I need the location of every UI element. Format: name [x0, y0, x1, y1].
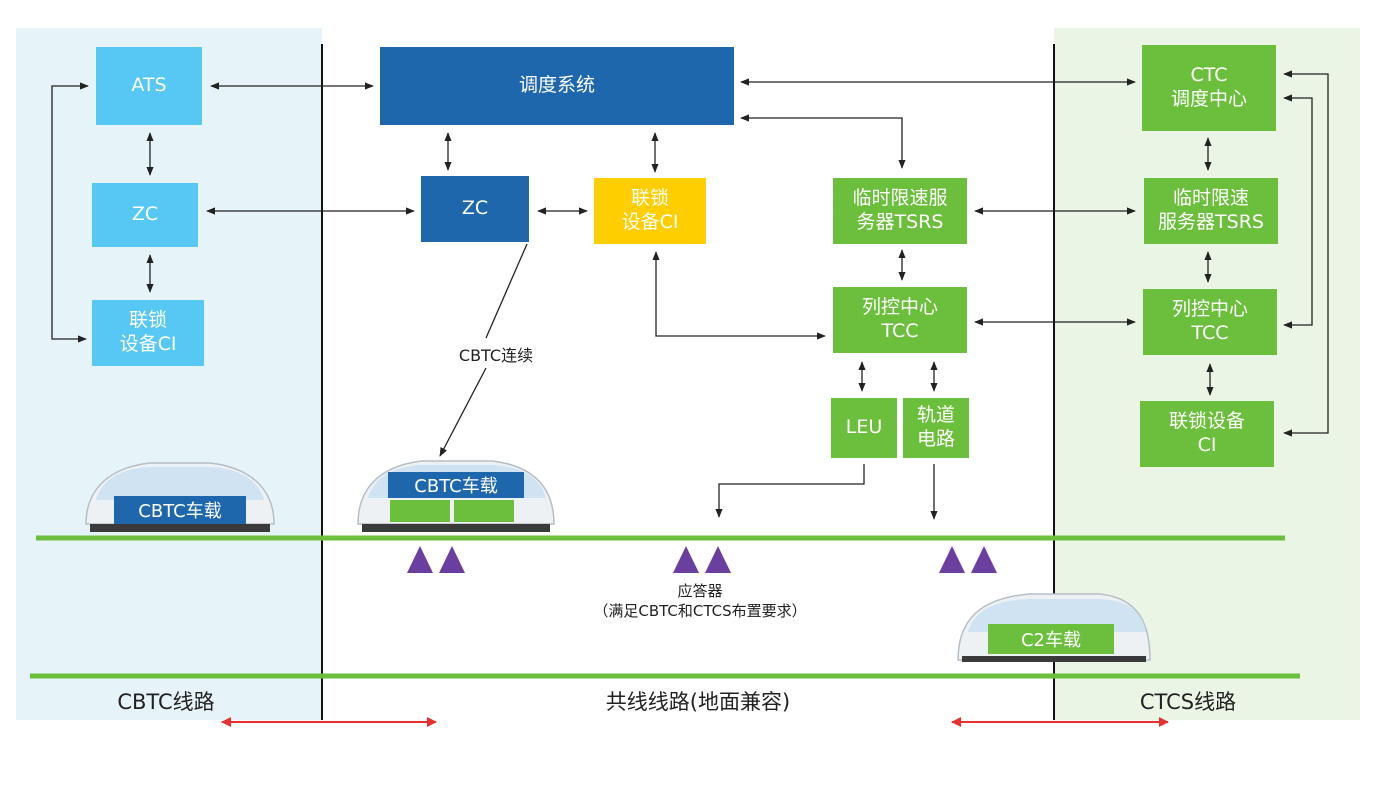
- cbtc-link-lower: [439, 367, 487, 457]
- leu-balise-arrow: [715, 464, 865, 518]
- balise: [439, 546, 465, 573]
- ci-label-line2: 设备CI: [119, 333, 177, 355]
- tcc-label-line2: TCC: [881, 320, 919, 342]
- balise-group-3: [939, 546, 997, 573]
- balise: [407, 546, 433, 573]
- tsrs-box-middle: 临时限速服 务器TSRS: [833, 178, 967, 244]
- zc-label: ZC: [461, 197, 489, 220]
- cbtc-line-label: CBTC线路: [117, 690, 215, 714]
- tcc-box-middle: 列控中心 TCC: [833, 287, 967, 353]
- c2-train-label: C2车载: [988, 624, 1114, 654]
- ci-box-middle: 联锁 设备CI: [594, 178, 706, 244]
- ci-box-left: 联锁 设备CI: [92, 300, 204, 366]
- shared-line-label: 共线线路(地面兼容): [605, 690, 791, 714]
- dispatch-system-box: 调度系统: [380, 47, 734, 125]
- ctc-tcc-loop-arrow: [1283, 94, 1313, 329]
- balise: [939, 546, 965, 573]
- leu-label: LEU: [845, 416, 883, 439]
- track-circuit-box: 轨道 电路: [903, 398, 969, 458]
- ci-label-line1: 联锁: [128, 309, 167, 332]
- ci-label-line2: 设备CI: [621, 211, 679, 233]
- dispatch-system-label: 调度系统: [518, 74, 595, 97]
- ctc-label-line2: 调度中心: [1170, 88, 1247, 110]
- ci-tcc-arrow: [652, 251, 826, 340]
- balise: [971, 546, 997, 573]
- tcc-label-line2: TCC: [1191, 322, 1229, 344]
- tsrs-box-right: 临时限速 服务器TSRS: [1144, 178, 1278, 244]
- leu-box: LEU: [831, 398, 897, 458]
- balise-caption-line1: 应答器: [677, 582, 723, 600]
- ctc-box: CTC 调度中心: [1142, 45, 1276, 131]
- ats-box: ATS: [96, 47, 202, 125]
- tsrs-label-line2: 务器TSRS: [856, 211, 944, 233]
- ci-label-line1: 联锁: [630, 187, 669, 210]
- tsrs-label-line2: 服务器TSRS: [1158, 211, 1264, 233]
- ats-ci-loop-arrow: [51, 82, 89, 343]
- zc-label: ZC: [131, 203, 159, 226]
- tcc-label-line1: 列控中心: [1171, 298, 1248, 321]
- zc-box-left: ZC: [92, 183, 198, 247]
- cbtc-link-upper: [485, 243, 528, 339]
- zc-box-middle: ZC: [421, 176, 529, 242]
- ctc-ci-loop-arrow: [1283, 70, 1329, 437]
- cbtc-zone: [16, 28, 322, 720]
- balise-group-2: [673, 546, 731, 573]
- track-circuit-label-line1: 轨道: [916, 404, 955, 427]
- balise-group-1: [407, 546, 465, 573]
- cbtc-continuous-label: CBTC连续: [458, 346, 534, 365]
- tsrs-label-line1: 临时限速: [1172, 187, 1249, 210]
- tsrs-label-line1: 临时限速服: [852, 187, 948, 210]
- dispatch-tsrs-arrow: [740, 114, 906, 169]
- ctcs-line-label: CTCS线路: [1139, 690, 1237, 714]
- balise: [705, 546, 731, 573]
- track-circuit-label-line2: 电路: [916, 428, 955, 450]
- ats-label: ATS: [131, 74, 167, 97]
- ci-label-line2: CI: [1197, 434, 1217, 456]
- ci-box-right: 联锁设备 CI: [1140, 401, 1274, 467]
- ci-label-line1: 联锁设备: [1168, 410, 1245, 433]
- cbtc-train-middle-label: CBTC车载: [388, 472, 524, 498]
- balise-caption-line2: （满足CBTC和CTCS布置要求）: [593, 602, 807, 620]
- tcc-box-right: 列控中心 TCC: [1143, 289, 1277, 355]
- balise: [673, 546, 699, 573]
- cbtc-train-left-label: CBTC车载: [114, 496, 246, 524]
- tcc-label-line1: 列控中心: [861, 296, 938, 319]
- ctc-label-line1: CTC: [1190, 64, 1228, 87]
